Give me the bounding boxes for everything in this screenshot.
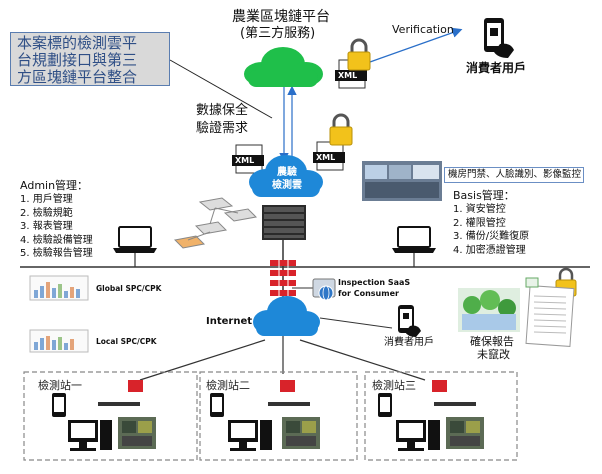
xml-doc-icon-right <box>313 141 345 171</box>
admin-item: 3. 報表管理 <box>20 221 73 232</box>
global-spc-chart <box>29 275 89 301</box>
xml-label-right: XML <box>316 153 336 162</box>
cctv-label-box: 機房門禁、人臉識別、影像監控 <box>444 167 584 183</box>
topology-thumbnail <box>173 197 258 249</box>
internet-cloud <box>253 296 320 336</box>
blockchain-title-line2: (第三方服務) <box>240 26 316 41</box>
xml-label-top: XML <box>338 71 358 80</box>
admin-item: 4. 檢驗設備管理 <box>20 234 93 246</box>
admin-title: Admin管理： <box>20 179 89 192</box>
verification-label: Verification <box>392 23 454 36</box>
consumer-label-top: 消費者用戶 <box>466 61 527 75</box>
data-security-line1: 數據保全 <box>196 103 249 118</box>
blockchain-sync-arrows <box>279 27 463 163</box>
admin-item: 2. 檢驗規範 <box>20 207 73 219</box>
report-document <box>525 285 575 347</box>
note-line-2: 台規劃接口與第三 <box>17 51 138 69</box>
station-1-title: 檢測站一 <box>38 379 82 392</box>
phone-icon-mid <box>398 305 421 337</box>
station-2-equipment <box>210 380 320 451</box>
basis-item: 3. 備份/災難復原 <box>453 231 530 242</box>
local-spc-chart <box>29 329 89 353</box>
basis-title: Basis管理： <box>453 189 515 202</box>
basis-management-list: Basis管理： 1. 資安管控 2. 權限管控 3. 備份/災難復原 4. 加… <box>453 189 529 257</box>
station-3-equipment <box>378 380 484 451</box>
basis-item: 1. 資安管控 <box>453 204 506 215</box>
blockchain-title-line1: 農業區塊鏈平台 <box>232 9 330 25</box>
lock-icon-center <box>329 113 353 146</box>
inspection-cloud-line1: 農驗 <box>277 167 297 178</box>
admin-management-list: Admin管理： 1. 用戶管理 2. 檢驗規範 3. 報表管理 4. 檢驗設備… <box>20 179 93 261</box>
consumer-label-mid: 消費者用戶 <box>384 337 434 348</box>
lock-icon-top <box>347 38 371 71</box>
inspection-cloud-line2: 檢測雲 <box>272 180 302 191</box>
saas-label-line1: Inspection SaaS <box>338 278 411 287</box>
note-line-3: 方區塊鏈平台整合 <box>17 68 138 86</box>
saas-globe-icon <box>312 278 336 301</box>
internet-label: Internet <box>206 316 253 327</box>
firewall-icon <box>270 260 296 296</box>
inspection-cloud <box>249 155 323 197</box>
admin-item: 5. 檢驗報告管理 <box>20 248 93 259</box>
station-3-title: 檢測站三 <box>372 379 416 392</box>
xml-doc-icon-left <box>232 144 264 174</box>
station-1-equipment <box>52 380 156 451</box>
admin-item: 1. 用戶管理 <box>20 194 73 205</box>
integration-note-box: 本案標的檢測雲平 台規劃接口與第三 方區塊鏈平台整合 <box>10 32 170 86</box>
report-note-line1: 確保報告 <box>470 335 514 348</box>
datacenter-photo <box>362 161 442 201</box>
basis-item: 2. 權限管控 <box>453 217 506 229</box>
network-lines <box>20 238 590 381</box>
station-boxes <box>23 371 518 461</box>
station-2-title: 檢測站二 <box>206 379 250 392</box>
admin-laptop-icon <box>113 226 157 253</box>
basis-item: 4. 加密憑證管理 <box>453 244 526 256</box>
small-logo-chip <box>525 277 539 288</box>
blockchain-cloud <box>244 47 323 87</box>
saas-label-line2: for Consumer <box>338 289 399 298</box>
global-spc-label: Global SPC/CPK <box>96 284 162 293</box>
data-security-line2: 驗證需求 <box>196 121 249 136</box>
server-rack-icon <box>262 205 306 240</box>
xml-label-left: XML <box>235 156 255 165</box>
produce-photo <box>458 288 520 332</box>
report-note-line2: 未竄改 <box>477 348 510 361</box>
note-line-1: 本案標的檢測雲平 <box>17 34 138 52</box>
local-spc-label: Local SPC/CPK <box>96 337 157 346</box>
note-callout-line <box>169 59 273 119</box>
phone-icon-top <box>484 18 514 58</box>
basis-laptop-icon <box>392 226 436 253</box>
